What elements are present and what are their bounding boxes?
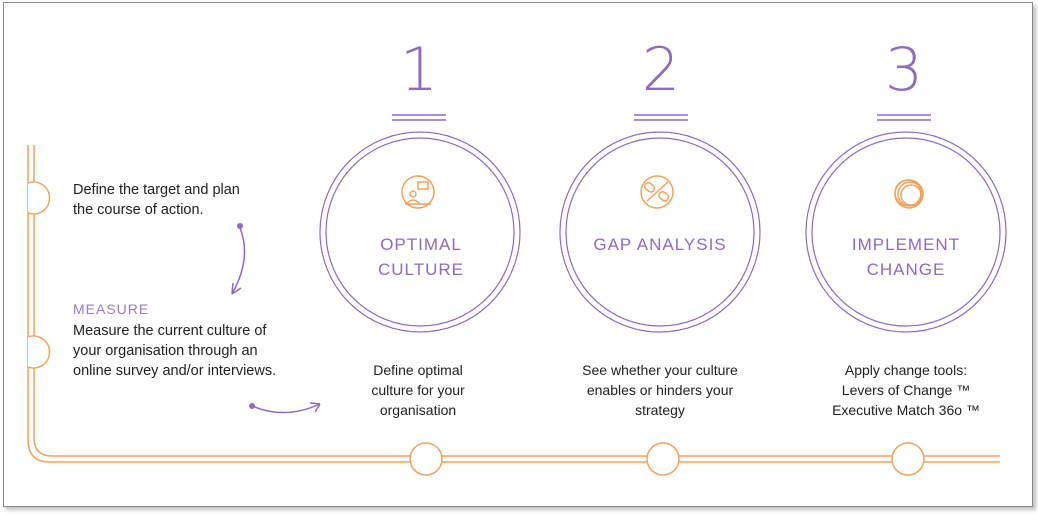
step-3-number: 3: [884, 35, 924, 105]
timeline-line: [27, 145, 1000, 463]
step-1-node: [409, 442, 443, 476]
step-3-node: [891, 442, 925, 476]
measure-title: MEASURE: [73, 301, 150, 317]
circles-icon: [894, 179, 924, 209]
step-1-circle: [319, 131, 521, 333]
define-text: Define the target and plan the course of…: [73, 182, 240, 218]
people-presentation-icon: [401, 175, 435, 209]
define-node: [27, 181, 51, 215]
step-1-description: Define optimal culture for your organisa…: [371, 362, 465, 418]
step-1-label: OPTIMAL CULTURE: [377, 235, 465, 279]
step-1-number: 1: [399, 35, 439, 105]
curved-arrows: [231, 227, 321, 414]
measure-node: [27, 335, 51, 369]
step-2-circle: [559, 131, 761, 333]
step-3-description: Apply change tools: Levers of Change ™ E…: [832, 362, 980, 418]
step-3-label: IMPLEMENT CHANGE: [851, 235, 961, 279]
down-arrow: [231, 227, 246, 295]
measure-text: Measure the current culture of your orga…: [73, 323, 277, 379]
step-2-node: [646, 442, 680, 476]
step-2-description: See whether your culture enables or hind…: [582, 362, 738, 418]
number-underlines: [392, 114, 931, 121]
broken-link-icon: [640, 175, 674, 209]
step-2-label: GAP ANALYSIS: [593, 235, 727, 254]
step-2-number: 2: [641, 35, 681, 105]
right-arrow: [251, 403, 321, 414]
step-3-circle: [805, 131, 1007, 333]
